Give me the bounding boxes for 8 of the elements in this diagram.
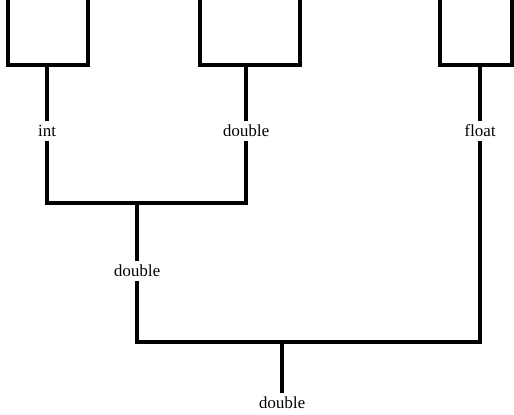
type-label: float [462,121,498,141]
connector-line [244,0,302,121]
connector-line [280,141,482,393]
type-label: double [112,261,162,281]
type-label: double [256,393,308,413]
type-label: int [36,121,58,141]
type-label: double [220,121,272,141]
connector-line [135,141,248,261]
